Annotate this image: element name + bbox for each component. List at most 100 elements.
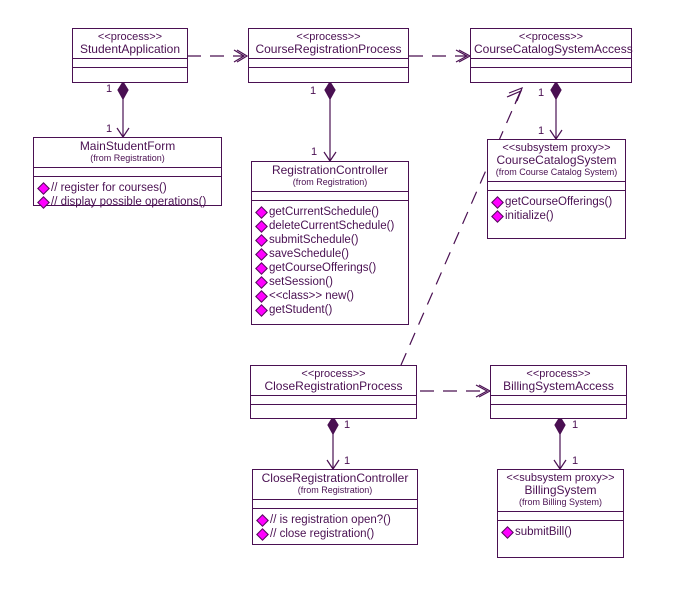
operation-item[interactable]: <<class>> new() <box>255 289 406 303</box>
operation-bullet-icon <box>37 196 50 209</box>
class-header: RegistrationController (from Registratio… <box>252 162 408 191</box>
operation-bullet-icon <box>37 182 50 195</box>
operations-compartment <box>471 67 631 77</box>
class-name: RegistrationController <box>271 163 389 177</box>
class-package: (from Billing System) <box>518 497 602 507</box>
dependency-closeregistrationprocess-to-billingsystemaccess <box>420 384 492 398</box>
operation-bullet-icon <box>255 248 268 261</box>
operation-bullet-icon <box>255 206 268 219</box>
class-name: CloseRegistrationProcess <box>264 379 403 393</box>
multiplicity-closeregcontroller-target: 1 <box>344 455 351 467</box>
operations-compartment <box>491 404 626 414</box>
operation-label: <<class>> new() <box>269 290 355 302</box>
operation-label: submitBill() <box>515 526 572 538</box>
class-name: CourseCatalogSystemAccess <box>474 42 633 56</box>
operation-bullet-icon <box>255 290 268 303</box>
class-course-registration-process[interactable]: <<process>> CourseRegistrationProcess <box>248 28 409 83</box>
dependency-courseregistrationprocess-to-coursecatalogsystemaccess <box>409 49 472 63</box>
operation-label: submitSchedule() <box>269 234 359 246</box>
operation-item[interactable]: // is registration open?() <box>256 513 415 527</box>
operation-item[interactable]: saveSchedule() <box>255 247 406 261</box>
attributes-compartment <box>498 511 623 520</box>
operations-compartment <box>251 404 416 414</box>
class-course-catalog-system-access[interactable]: <<process>> CourseCatalogSystemAccess <box>470 28 633 83</box>
attributes-compartment <box>249 58 408 67</box>
operation-label: getStudent() <box>269 304 333 316</box>
class-name: CloseRegistrationController <box>261 471 409 485</box>
operation-bullet-icon <box>491 210 504 223</box>
operation-bullet-icon <box>255 220 268 233</box>
class-name: CourseCatalogSystem <box>496 153 617 167</box>
operation-bullet-icon <box>256 514 269 527</box>
class-package: (from Registration) <box>90 153 165 163</box>
class-close-registration-controller[interactable]: CloseRegistrationController (from Regist… <box>252 469 418 545</box>
class-course-catalog-system[interactable]: <<subsystem proxy>> CourseCatalogSystem … <box>487 139 626 239</box>
multiplicity-billingsystem-target: 1 <box>572 455 579 467</box>
operations-compartment <box>249 67 408 77</box>
class-header: <<process>> BillingSystemAccess <box>491 366 626 395</box>
class-stereotype: <<subsystem proxy>> <box>506 472 615 484</box>
multiplicity-catalogaccess-source: 1 <box>538 87 545 99</box>
operation-item[interactable]: setSession() <box>255 275 406 289</box>
class-name: CourseRegistrationProcess <box>255 42 402 56</box>
operation-bullet-icon <box>255 304 268 317</box>
composition-closeregistrationprocess-to-closeregistrationcontroller <box>326 415 340 471</box>
operation-label: // display possible operations() <box>51 196 207 208</box>
class-stereotype: <<process>> <box>97 31 163 43</box>
operations-compartment <box>73 67 187 77</box>
operation-item[interactable]: getCourseOfferings() <box>491 195 623 209</box>
operation-label: // register for courses() <box>51 182 167 194</box>
class-stereotype: <<subsystem proxy>> <box>502 142 611 154</box>
class-stereotype: <<process>> <box>296 31 361 43</box>
class-main-student-form[interactable]: MainStudentForm (from Registration) // r… <box>33 137 222 209</box>
class-billing-system-access[interactable]: <<process>> BillingSystemAccess <box>490 365 627 419</box>
operation-item[interactable]: deleteCurrentSchedule() <box>255 219 406 233</box>
class-billing-system[interactable]: <<subsystem proxy>> BillingSystem (from … <box>497 469 624 558</box>
class-student-application[interactable]: <<process>> StudentApplication <box>72 28 188 83</box>
operation-item[interactable]: submitSchedule() <box>255 233 406 247</box>
multiplicity-billingaccess-source: 1 <box>572 419 579 431</box>
class-header: <<process>> StudentApplication <box>73 29 187 58</box>
operations-compartment: getCurrentSchedule() deleteCurrentSchedu… <box>252 200 408 321</box>
class-stereotype: <<process>> <box>518 31 584 43</box>
operation-bullet-icon <box>255 262 268 275</box>
operation-label: getCourseOfferings() <box>505 196 613 208</box>
composition-coursecatalogsystemaccess-to-coursecatalogsystem <box>549 80 563 141</box>
operation-item[interactable]: submitBill() <box>501 525 621 539</box>
operation-item[interactable]: // close registration() <box>256 527 415 541</box>
attributes-compartment <box>251 395 416 404</box>
composition-courseregistrationprocess-to-registrationcontroller <box>323 80 337 163</box>
multiplicity-courseregproc-source: 1 <box>310 85 317 97</box>
operations-compartment: submitBill() <box>498 520 623 543</box>
operation-item[interactable]: // display possible operations() <box>37 195 219 209</box>
class-package: (from Registration) <box>297 485 373 495</box>
operation-item[interactable]: // register for courses() <box>37 181 219 195</box>
class-header: <<process>> CloseRegistrationProcess <box>251 366 416 395</box>
class-stereotype: <<process>> <box>301 368 366 380</box>
operation-label: saveSchedule() <box>269 248 349 260</box>
operation-item[interactable]: getStudent() <box>255 303 406 317</box>
operations-compartment: getCourseOfferings() initialize() <box>488 190 625 227</box>
class-header: <<process>> CourseRegistrationProcess <box>249 29 408 58</box>
class-stereotype: <<process>> <box>526 368 591 380</box>
attributes-compartment <box>34 167 221 176</box>
attributes-compartment <box>253 499 417 508</box>
class-registration-controller[interactable]: RegistrationController (from Registratio… <box>251 161 409 325</box>
class-header: <<process>> CourseCatalogSystemAccess <box>471 29 633 58</box>
operation-item[interactable]: getCurrentSchedule() <box>255 205 406 219</box>
attributes-compartment <box>252 191 408 200</box>
class-header: CloseRegistrationController (from Regist… <box>253 470 417 499</box>
operation-item[interactable]: getCourseOfferings() <box>255 261 406 275</box>
class-name: BillingSystem <box>524 483 597 497</box>
operation-item[interactable]: initialize() <box>491 209 623 223</box>
class-close-registration-process[interactable]: <<process>> CloseRegistrationProcess <box>250 365 417 419</box>
operation-label: setSession() <box>269 276 333 288</box>
multiplicity-catalogsystem-target: 1 <box>538 125 545 137</box>
composition-billingsystemaccess-to-billingsystem <box>553 415 567 471</box>
class-header: <<subsystem proxy>> CourseCatalogSystem … <box>488 140 625 181</box>
class-name: StudentApplication <box>79 42 181 56</box>
operation-bullet-icon <box>256 528 269 541</box>
operation-bullet-icon <box>255 234 268 247</box>
class-header: <<subsystem proxy>> BillingSystem (from … <box>498 470 623 511</box>
